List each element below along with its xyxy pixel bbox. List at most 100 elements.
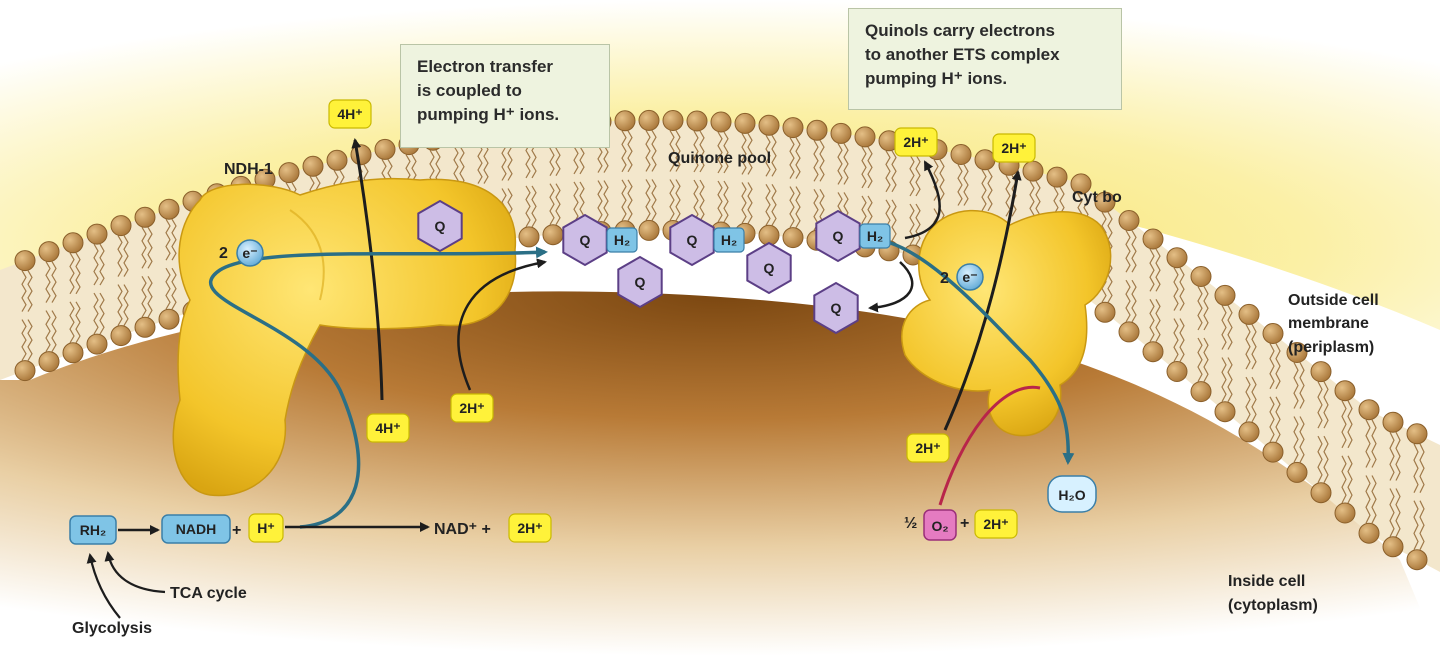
lipid-tail: [21, 319, 27, 361]
proton-tag-oxygen-side: 2H⁺: [974, 509, 1018, 539]
glycolysis-arrow: [86, 553, 121, 619]
lipid-head: [1190, 381, 1212, 403]
lipid-tail: [1365, 419, 1371, 468]
lipid-head: [662, 110, 684, 131]
lipid-tail: [1197, 337, 1203, 382]
lipid-tail: [987, 169, 993, 212]
lipid-tail: [1341, 455, 1347, 504]
lipid-head: [974, 149, 996, 171]
lipid-tail: [531, 185, 537, 228]
lipid-head: [110, 215, 132, 237]
outside-label-3: (periplasm): [1288, 339, 1374, 356]
lipid-tail: [747, 182, 753, 224]
lipid-tail: [651, 179, 657, 221]
lipid-head: [1094, 301, 1116, 323]
svg-text:2H⁺: 2H⁺: [903, 134, 928, 150]
quinone-symbol: Q: [831, 300, 842, 316]
lipid-head: [1142, 341, 1164, 363]
lipid-tail: [909, 203, 915, 246]
tca-arrow: [104, 551, 166, 594]
quinone-symbol: Q: [833, 228, 844, 244]
lipid-tail: [693, 130, 699, 173]
lipid-head: [638, 219, 660, 241]
cyt-bo-electrons: 2 e⁻: [940, 263, 984, 291]
lipid-tail: [915, 203, 921, 246]
lipid-head: [326, 149, 348, 171]
lipid-head: [686, 110, 708, 132]
nadh-tag: NADH: [161, 514, 231, 544]
lipid-tail: [549, 183, 555, 226]
lipid-head: [38, 351, 60, 373]
proton-tag-ndh-top: 4H⁺: [328, 99, 372, 129]
lipid-tail: [819, 139, 825, 182]
lipid-tail: [957, 164, 963, 206]
lipid-tail: [99, 243, 105, 286]
lipid-tail: [693, 179, 699, 222]
lipid-tail: [69, 301, 75, 344]
lipid-head: [1262, 323, 1284, 344]
lipid-tail: [675, 179, 681, 221]
lipid-tail: [165, 267, 171, 310]
lipid-tail: [939, 159, 945, 201]
lipid-tail: [99, 292, 105, 335]
lipid-tail: [1323, 435, 1329, 483]
lipid-tail: [1269, 396, 1275, 443]
lipid-head: [302, 155, 324, 177]
quinone-molecule: Q: [617, 255, 663, 309]
lipid-tail: [1275, 396, 1281, 443]
lipid-head: [734, 112, 756, 134]
quinone-hexagon: [617, 255, 663, 309]
proton-tags: 4H⁺4H⁺2H⁺2H⁺2H⁺2H⁺2H⁺2H⁺: [328, 99, 1036, 543]
lipid-head: [134, 316, 156, 338]
lipid-tail: [1317, 381, 1323, 429]
lipid-tail: [1221, 357, 1227, 402]
lipid-head: [1166, 247, 1188, 269]
cyt-bo-label: Cyt bo: [1072, 189, 1122, 206]
lipid-head: [374, 138, 396, 160]
lipid-head: [950, 144, 972, 165]
lipid-tail: [645, 179, 651, 221]
electron-count-cyt-bo: 2: [940, 270, 949, 287]
lipid-head: [614, 110, 636, 132]
lipid-tail: [765, 134, 771, 177]
lipid-tail: [909, 154, 915, 197]
lipid-tail: [789, 137, 795, 179]
svg-text:H₂O: H₂O: [1058, 487, 1085, 503]
lipid-tail: [981, 169, 987, 212]
lipid-tail: [1149, 248, 1155, 292]
lipid-tail: [669, 179, 675, 221]
proton-tag-nad-side: 2H⁺: [508, 513, 552, 543]
cytoplasm-region: [0, 291, 1440, 656]
proton-tag-cyt-out: 2H⁺: [992, 133, 1036, 163]
lipid-tail: [1125, 279, 1131, 323]
lipid-tail: [1203, 286, 1209, 331]
lipid-head: [14, 250, 36, 272]
lipid-tail: [1245, 376, 1251, 423]
lipid-tail: [1107, 260, 1113, 303]
lipid-tail: [1299, 362, 1305, 409]
callout-line: pumping H⁺ ions.: [417, 105, 560, 124]
ndh1-label: NDH-1: [224, 161, 273, 178]
lipid-tail: [21, 270, 27, 312]
lipid-tail: [717, 131, 723, 174]
lipid-tail: [651, 130, 657, 172]
quinone-hexagon: [746, 241, 792, 295]
lipid-head: [1142, 228, 1164, 250]
quinols-callout: Quinols carry electrons to another ETS c…: [848, 8, 1122, 110]
electron-transfer-callout: Electron transfer is coupled to pumping …: [400, 44, 610, 148]
lipid-head: [38, 241, 60, 263]
svg-text:2H⁺: 2H⁺: [459, 400, 484, 416]
lipid-tail: [1173, 318, 1179, 362]
lipid-tail: [621, 179, 627, 222]
lipid-head: [518, 226, 540, 248]
lipid-tail: [45, 310, 51, 352]
quinone-recycle-arrow: [868, 261, 914, 313]
quinone-symbol: Q: [764, 260, 775, 276]
quinone-symbol: Q: [635, 274, 646, 290]
quinol-h2-tag: [859, 223, 891, 249]
lipid-tail: [147, 226, 153, 269]
lipid-tail: [69, 252, 75, 295]
lipid-head: [1310, 361, 1332, 383]
